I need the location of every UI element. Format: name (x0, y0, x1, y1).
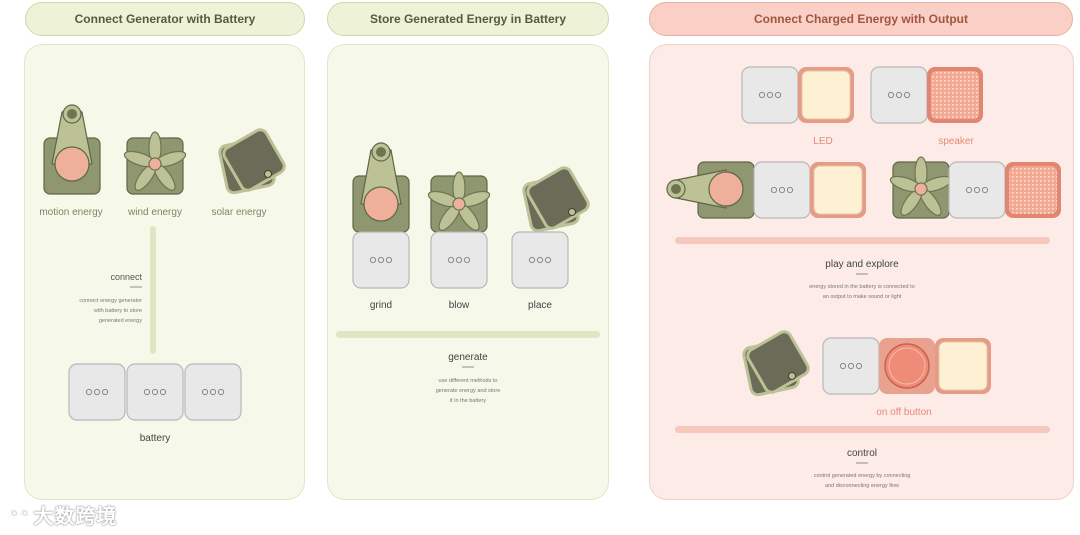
watermark-logo-icon: ◔◔ (8, 505, 30, 523)
connect-desc-3: generated energy (99, 318, 142, 324)
label-solar-energy: solar energy (211, 207, 266, 218)
label-battery: battery (140, 433, 171, 444)
battery-2 (126, 363, 184, 421)
generate-desc-1: use different methods to (439, 378, 498, 384)
wind-generator (122, 131, 188, 195)
battery-3 (184, 363, 242, 421)
watermark: ◔◔ 大数跨境 (8, 500, 117, 529)
battery-1 (68, 363, 126, 421)
generate-title: generate (448, 352, 488, 363)
label-blow: blow (449, 300, 470, 311)
label-motion-energy: motion energy (39, 207, 102, 218)
panel-connect-output (649, 44, 1074, 500)
label-on-off-button: on off button (876, 407, 931, 418)
blow-generator (426, 171, 492, 235)
play-desc-1: energy stored in the battery is connecte… (809, 284, 914, 290)
play-title: play and explore (825, 259, 899, 270)
play-desc-2: an output to make sound or light (823, 294, 902, 300)
solar-generator (217, 125, 289, 196)
control-desc-2: and disconnecting energy flow (825, 483, 899, 489)
connect-desc-2: with battery to store (93, 308, 142, 314)
section-title-connect-generator: Connect Generator with Battery (25, 2, 305, 36)
connector-bar (150, 226, 156, 354)
label-grind: grind (370, 300, 392, 311)
label-wind-energy: wind energy (127, 207, 182, 218)
wind-speaker-chain (888, 156, 954, 220)
generate-bar (336, 331, 600, 338)
section-title-connect-output: Connect Charged Energy with Output (649, 2, 1073, 36)
section-title-store-energy: Store Generated Energy in Battery (327, 2, 609, 36)
place-generator (521, 163, 593, 234)
play-bar (675, 237, 1050, 244)
motion-led-chain (666, 161, 755, 219)
label-speaker: speaker (938, 136, 974, 147)
control-bar (675, 426, 1050, 433)
label-led: LED (813, 136, 832, 147)
control-desc-1: control generated energy by connecting (814, 473, 911, 479)
generate-desc-2: generate energy and store (436, 388, 501, 394)
connect-desc-1: connect energy generator (79, 298, 142, 304)
solar-button-chain (741, 327, 813, 398)
motion-generator (43, 104, 101, 195)
watermark-text: 大数跨境 (33, 506, 118, 528)
generate-desc-3: it in the battery (450, 398, 486, 404)
grind-generator (352, 142, 410, 233)
control-title: control (847, 448, 877, 459)
connect-title: connect (110, 272, 142, 282)
label-place: place (528, 300, 552, 311)
